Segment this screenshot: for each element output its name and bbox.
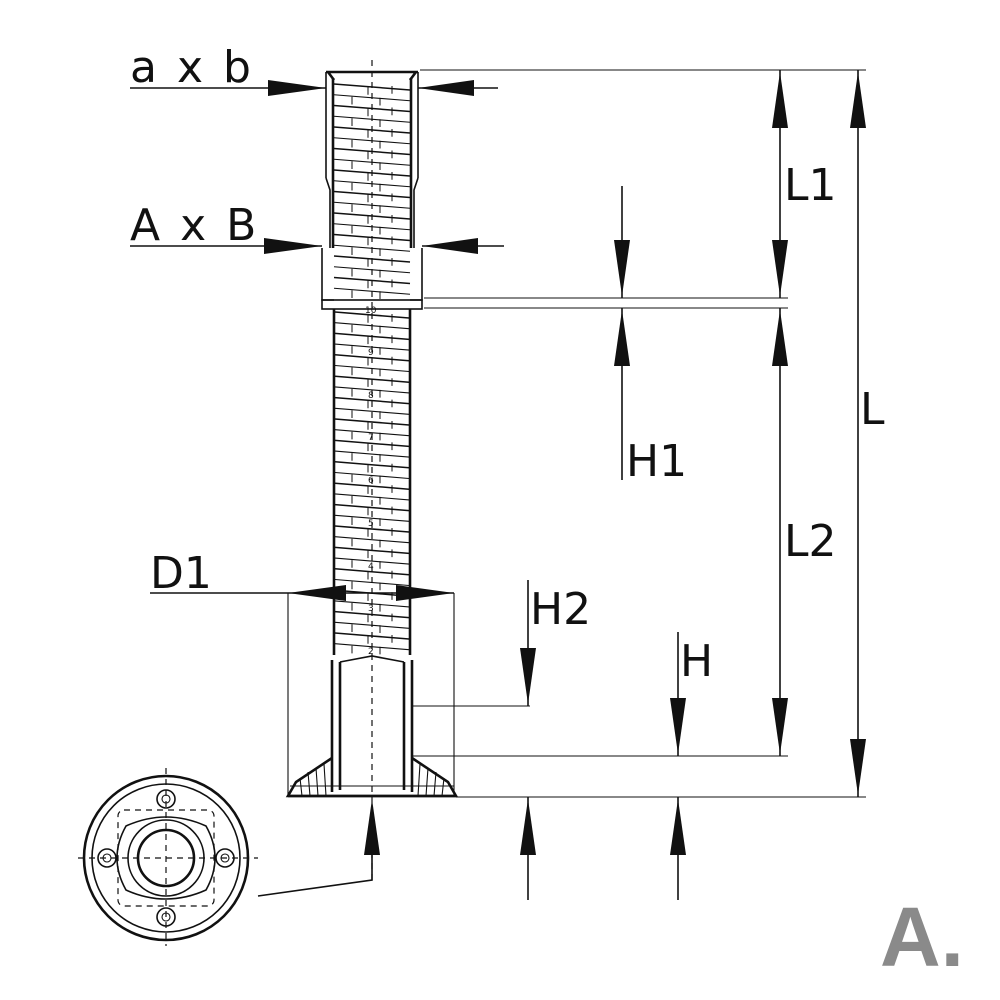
label-L2: L2 [784, 516, 837, 567]
label-H1: H1 [626, 436, 687, 487]
label-H2: H2 [530, 584, 591, 635]
dimension-L2: L2 [772, 308, 837, 756]
dimension-D1: D1 [150, 548, 455, 796]
scale-mark-9: 9 [368, 348, 374, 358]
dimension-H1: H1 [614, 186, 687, 487]
base-view-leader [257, 799, 380, 897]
scale-mark-4: 4 [368, 562, 374, 572]
dimension-a-x-b: a x b [130, 42, 498, 96]
label-A-x-B: A x B [130, 200, 259, 251]
label-L1: L1 [784, 160, 837, 211]
extension-lines [412, 69, 866, 798]
scale-mark-7: 7 [368, 433, 374, 443]
label-a-x-b: a x b [130, 42, 254, 93]
dimension-A-x-B: A x B [130, 200, 504, 254]
scale-mark-10: 10 [365, 306, 377, 316]
corner-label: A. [880, 890, 964, 984]
label-H: H [680, 636, 713, 687]
scale-mark-3: 3 [368, 604, 374, 614]
dimension-L: L [850, 70, 885, 797]
dimension-L1: L1 [772, 70, 837, 298]
dimension-H2: H2 [520, 580, 591, 900]
scale-mark-6: 6 [368, 476, 374, 486]
base-plate-bottom-view [78, 768, 258, 946]
dimension-H: H [670, 632, 713, 900]
scale-mark-5: 5 [368, 519, 374, 529]
scale-mark-8: 8 [368, 391, 374, 401]
scale-marks: 10 9 8 7 6 5 4 3 2 [365, 306, 377, 657]
scale-mark-2: 2 [368, 647, 374, 657]
label-L: L [860, 384, 885, 435]
label-D1: D1 [150, 548, 212, 599]
